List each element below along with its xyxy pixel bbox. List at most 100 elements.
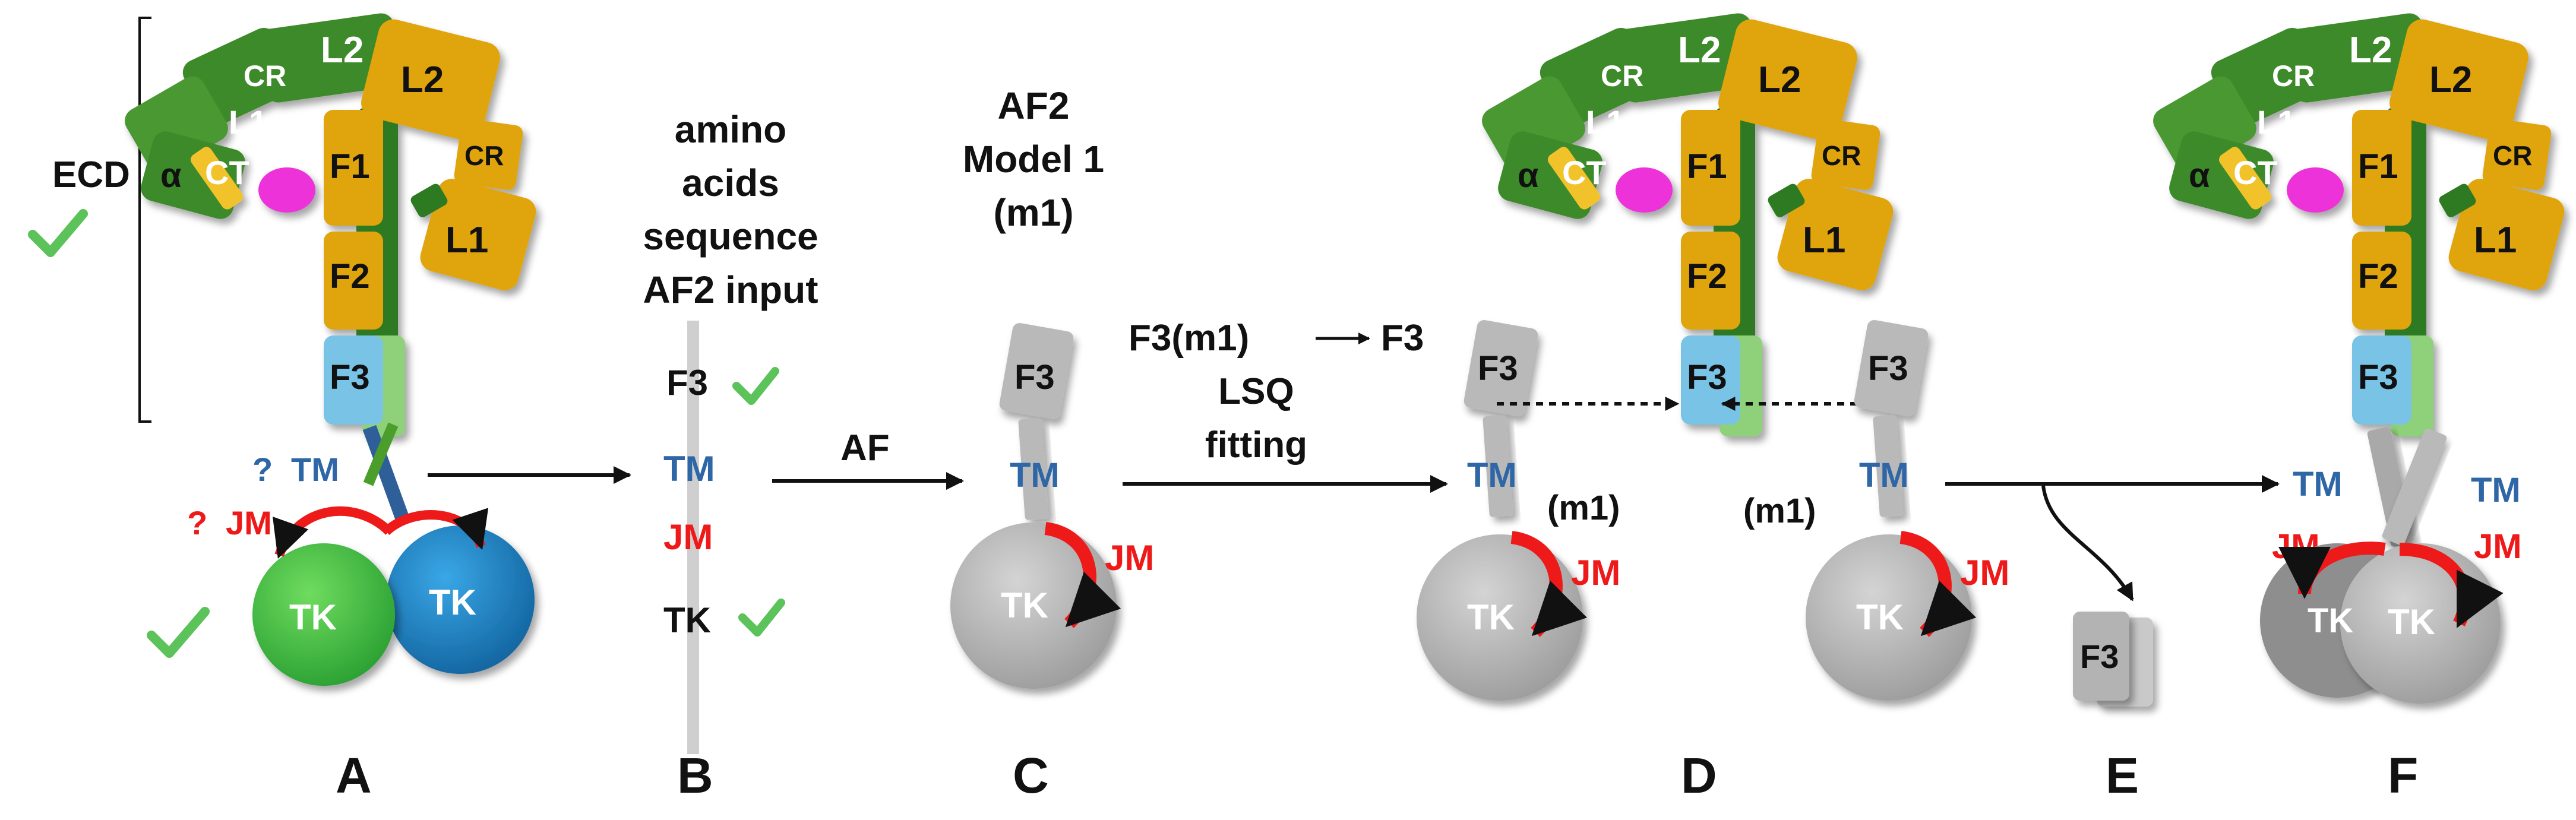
seq-tm-label: TM (663, 449, 715, 489)
jm-label: JM (1105, 538, 1154, 578)
tk-domain-right (1806, 534, 1972, 701)
domain-label-f2: F2 (2358, 257, 2398, 296)
arrow-af-label: AF (840, 428, 890, 468)
tk-label-back: TK (2308, 601, 2353, 640)
domain-label-l2: L2 (2349, 30, 2392, 71)
jm-question: ? (187, 504, 207, 542)
heading-line-2: acids (682, 162, 779, 204)
jm-label: JM (226, 504, 272, 542)
tm-helix-blue (362, 425, 411, 525)
domain-label-f1: F1 (2358, 147, 2398, 186)
domain-label-ct: CT (205, 154, 249, 191)
panel-e: F3 E (2073, 612, 2153, 803)
alpha-label: α (1518, 156, 1539, 195)
f3-domain (999, 323, 1074, 419)
tm-helix-left (1483, 415, 1513, 517)
heading-line-3: sequence (643, 215, 818, 258)
heading-line-2: Model 1 (963, 138, 1104, 181)
domain-label-f2: F2 (330, 257, 370, 296)
alpha-label: α (2189, 156, 2210, 195)
jm-arc-right (2399, 543, 2504, 628)
panel-letter-e: E (2106, 748, 2139, 803)
check-icon (28, 209, 88, 257)
tm-helix-green (363, 422, 399, 486)
check-icon (732, 367, 779, 405)
tk-label-front: TK (2388, 602, 2435, 642)
seq-tk-label: TK (663, 600, 711, 640)
tm-label: TM (291, 451, 339, 488)
ecd-bracket (138, 17, 151, 423)
f3-label-right: F3 (1868, 349, 1908, 388)
tm-label-left: TM (2293, 465, 2343, 504)
domain-label-l1-gold: L1 (2474, 220, 2517, 261)
heading-line-4: AF2 input (643, 268, 818, 311)
domain-label-l2: L2 (1678, 30, 1721, 71)
domain-label-cr-gold: CR (464, 140, 504, 171)
tk-label-right: TK (1856, 597, 1904, 637)
tk-domain-blue (386, 525, 535, 674)
fitting-from-label: F3(m1) (1129, 318, 1249, 359)
domain-label-f1: F1 (330, 147, 370, 186)
domain-label-f2: F2 (1687, 257, 1727, 296)
domain-label-f3: F3 (330, 358, 370, 397)
domain-label-ct: CT (2233, 154, 2278, 191)
tk-label-left: TK (289, 597, 337, 637)
jm-arc-left (273, 506, 393, 559)
tk-domain-green (252, 543, 395, 686)
f3-label-left: F3 (1478, 349, 1518, 388)
jm-arc-left (1510, 531, 1588, 637)
jm-arc-right (383, 508, 489, 550)
panel-letter-f: F (2388, 748, 2418, 803)
jm-label-right: JM (2474, 527, 2522, 566)
domain-label-cr-gold: CR (1822, 140, 1861, 171)
tk-domain (950, 523, 1117, 689)
domain-label-l1: L1 (1586, 103, 1624, 141)
tm-label-right: TM (2471, 471, 2521, 509)
tm-label: TM (1010, 456, 1060, 495)
heading-line-1: amino (675, 108, 786, 151)
tk-domain-left (1417, 534, 1583, 701)
tk-label-left: TK (1467, 597, 1515, 637)
tm-label-right: TM (1859, 456, 1909, 495)
tk-label-right: TK (429, 582, 476, 622)
f3-domain-right (1854, 320, 1929, 416)
panel-c: AF2 Model 1 (m1) F3 TM JM TK C (950, 84, 1154, 803)
tm-question: ? (252, 451, 273, 488)
tm-helix-front (2382, 428, 2447, 546)
jm-arc-left (2278, 542, 2386, 599)
check-icon (147, 607, 210, 658)
domain-label-f1: F1 (1687, 147, 1727, 186)
jm-arc-right (1899, 531, 1977, 637)
seq-jm-label: JM (663, 517, 713, 557)
domain-label-l2-gold: L2 (401, 59, 444, 100)
model-label-left: (m1) (1547, 489, 1620, 527)
f3-domain-front (2073, 612, 2129, 701)
tm-helix (1018, 418, 1049, 520)
panel-b: amino acids sequence AF2 input F3 TM JM … (643, 108, 818, 803)
domain-label-cr: CR (2272, 59, 2315, 93)
fitting-line-2: LSQ (1218, 371, 1294, 412)
f3-label: F3 (1014, 358, 1055, 397)
jm-label-right: JM (1960, 553, 2009, 593)
arrow-d-to-e (2041, 485, 2134, 601)
sequence-bar (687, 321, 699, 754)
fitting-to-label: F3 (1381, 318, 1424, 359)
heading-line-3: (m1) (993, 191, 1073, 234)
domain-label-f3: F3 (2358, 358, 2398, 397)
panel-d: F3 TM (m1) JM TK CR L2 L2 L1 α CT F1 CR … (1417, 11, 2009, 803)
tm-label-left: TM (1467, 456, 1517, 495)
jm-label-left: JM (1571, 553, 1620, 593)
domain-label-ct: CT (1562, 154, 1607, 191)
domain-label-cr-gold: CR (2493, 140, 2532, 171)
domain-label-l1-gold: L1 (445, 220, 488, 261)
panel-letter-b: B (677, 748, 713, 803)
panel-letter-c: C (1013, 748, 1049, 803)
panel-f: CR L2 L2 L1 α CT F1 CR F2 L1 F3 TM TM JM… (2148, 11, 2568, 803)
domain-label-l1-gold: L1 (1803, 220, 1845, 261)
alpha-label: α (160, 156, 182, 195)
panel-letter-d: D (1681, 748, 1717, 803)
model-label-right: (m1) (1743, 492, 1816, 530)
fitting-line-3: fitting (1205, 425, 1307, 466)
ecd-label: ECD (52, 154, 130, 195)
